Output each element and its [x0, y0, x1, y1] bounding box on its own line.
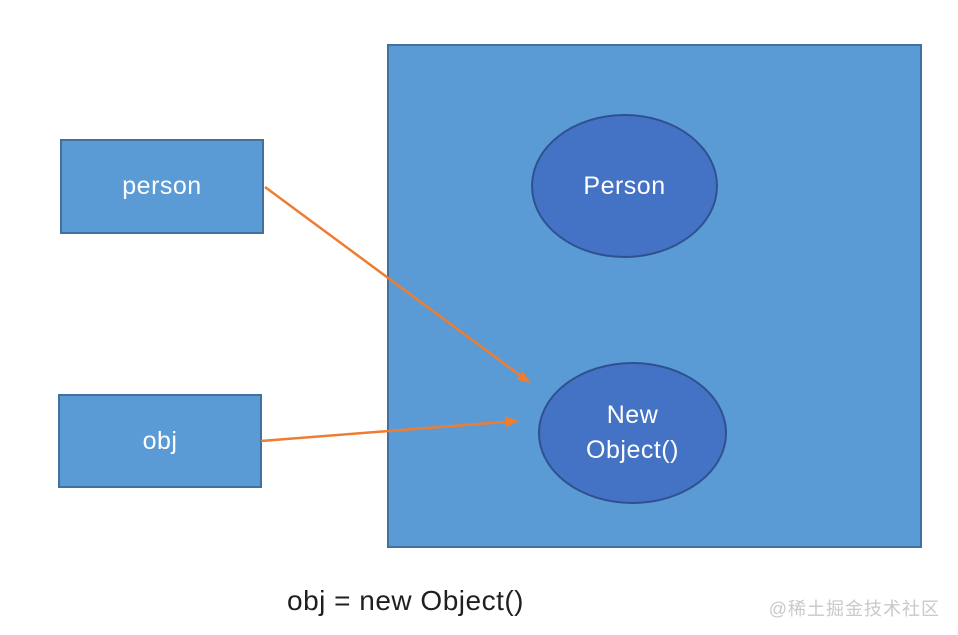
- person-object-label: Person: [583, 171, 666, 200]
- variable-person-label: person: [122, 172, 202, 200]
- watermark-text: @稀土掘金技术社区: [768, 599, 940, 619]
- person-object-ellipse: Person: [531, 114, 718, 258]
- variable-box-person: person: [60, 139, 264, 234]
- variable-box-obj: obj: [58, 394, 262, 488]
- new-object-label-line2: Object(): [586, 436, 679, 464]
- caption-text: obj = new Object(): [287, 585, 524, 616]
- new-object-ellipse: New Object(): [538, 362, 727, 504]
- new-object-label-line1: New: [606, 401, 659, 429]
- variable-obj-label: obj: [142, 426, 178, 455]
